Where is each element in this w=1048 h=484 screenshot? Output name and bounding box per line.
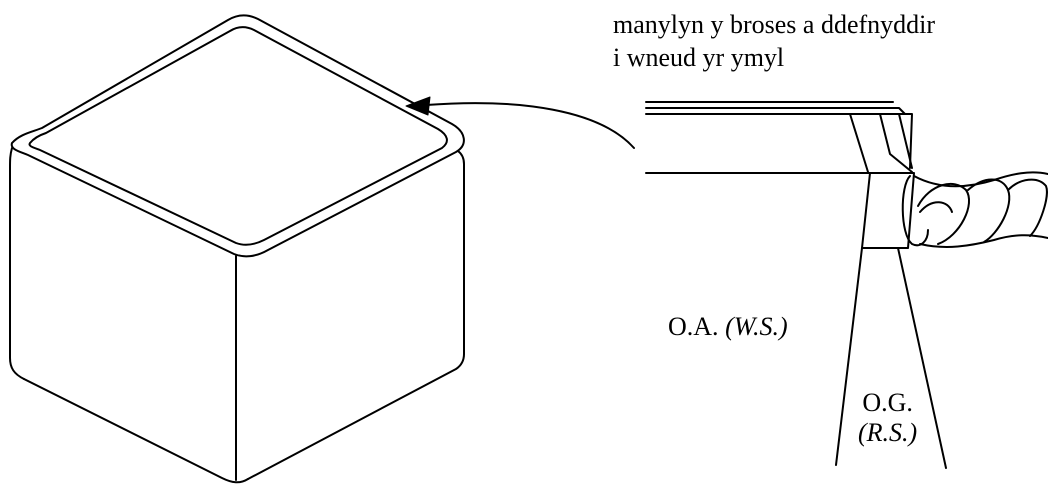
cord-twist-2 [967, 178, 1011, 243]
right-side-label: O.G. (R.S.) [858, 388, 917, 448]
box-top-face-inner [28, 26, 448, 246]
diagram-caption: manylyn y broses a ddefnyddir i wneud yr… [613, 8, 935, 74]
box-bottom-right-edge [247, 353, 465, 480]
guide-line-left [835, 247, 863, 466]
cord-twist-1 [917, 182, 971, 245]
right-side-abbr: O.G. [862, 388, 913, 417]
pointer-arrow [405, 96, 635, 149]
arrow-head [405, 96, 431, 116]
fold-middle [879, 113, 913, 173]
fold-left [849, 113, 869, 173]
arrow-line [425, 102, 635, 149]
wrong-side-abbr: O.A. [668, 312, 719, 341]
right-side-english: (R.S.) [858, 418, 918, 447]
twisted-cord [901, 171, 1048, 248]
caption-line-1: manylyn y broses a ddefnyddir [613, 10, 936, 39]
stitch-block [861, 172, 915, 249]
cord-twist-3 [1007, 178, 1048, 237]
caption-line-2: i wneud yr ymyl [613, 43, 785, 72]
box-bottom-left-edge [23, 378, 249, 484]
wrong-side-label: O.A. (W.S.) [668, 312, 788, 342]
fabric-layer-2 [645, 107, 906, 115]
box-top-face-outer [10, 14, 465, 258]
fold-right [898, 113, 913, 169]
fabric-edge-detail [645, 101, 1048, 469]
guide-line-right [897, 247, 947, 469]
cord-twist-4 [919, 201, 953, 213]
cord-end-cap [901, 175, 929, 247]
box-left-edge [9, 147, 25, 380]
wrong-side-english: (W.S.) [725, 312, 788, 341]
box-illustration [9, 14, 465, 484]
fabric-layer-3 [645, 113, 913, 169]
box-right-edge [457, 150, 465, 355]
